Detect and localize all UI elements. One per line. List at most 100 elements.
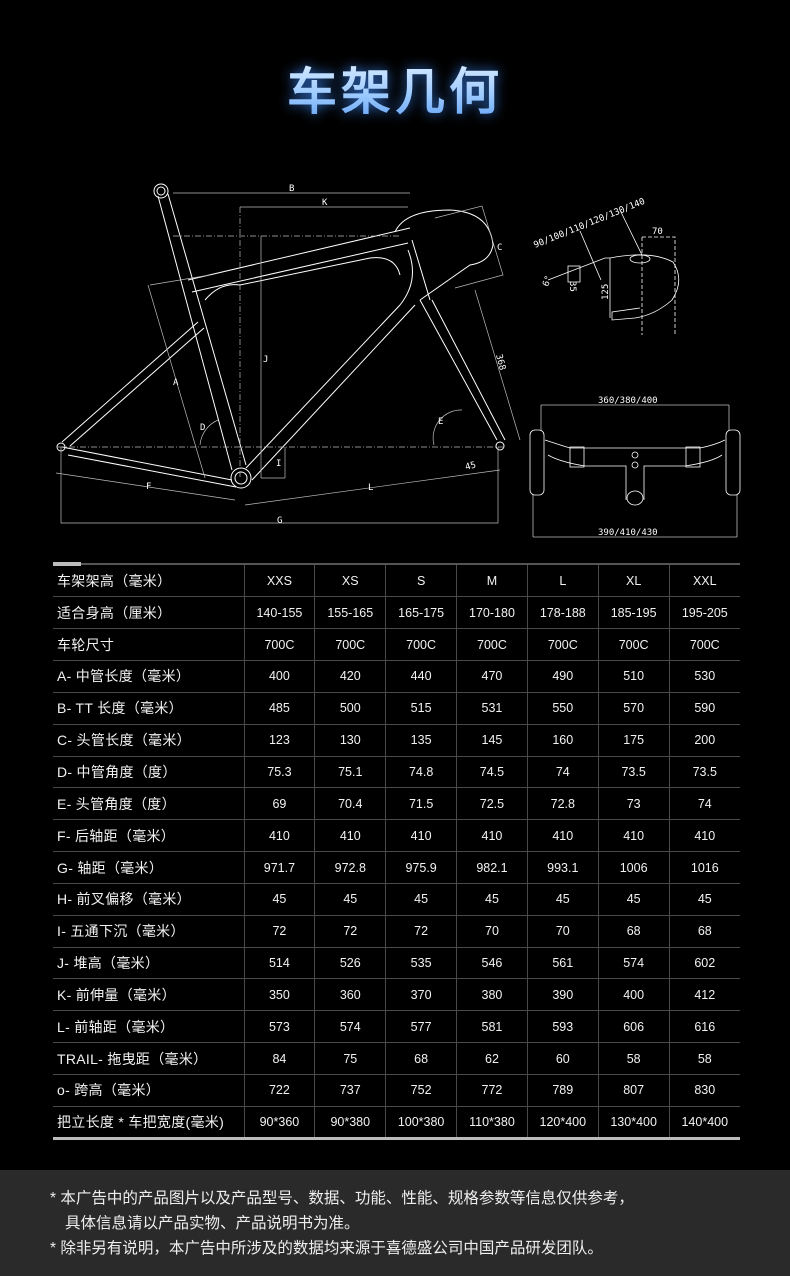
table-cell: 581 (456, 1010, 528, 1044)
table-cell: 789 (526, 1074, 599, 1107)
table-cell: 74 (526, 756, 599, 789)
table-cell: 45 (243, 883, 315, 916)
table-cell: 74.5 (456, 756, 528, 789)
table-cell: 123 (243, 724, 315, 757)
row-label: K- 前伸量（毫米） (53, 978, 244, 1012)
row-label: L- 前轴距（毫米） (53, 1010, 244, 1044)
disclaimer-line-1: * 本广告中的产品图片以及产品型号、数据、功能、性能、规格参数等信息仅供参考， (50, 1190, 634, 1207)
table-cell: XS (314, 565, 386, 598)
table-cell: 390 (526, 978, 599, 1012)
table-cell: 145 (456, 724, 528, 757)
table-cell: 90*380 (314, 1106, 386, 1140)
row-label: I- 五通下沉（毫米） (53, 915, 244, 948)
table-cell: XXS (243, 565, 315, 598)
table-cell: 370 (385, 978, 457, 1012)
stem-height-label: 35 (567, 281, 577, 292)
table-cell: 606 (597, 1010, 670, 1044)
dim-offset: 45 (464, 460, 477, 472)
bar-top-width-label: 360/380/400 (598, 396, 658, 406)
row-label: o- 跨高（毫米） (53, 1074, 244, 1107)
table-cell: 175 (597, 724, 670, 757)
row-label: A- 中管长度（毫米） (53, 660, 244, 693)
table-cell: 410 (597, 819, 670, 853)
table-cell: 74 (668, 787, 740, 821)
table-cell: 420 (314, 660, 386, 693)
table-cell: 68 (597, 915, 670, 948)
table-cell: 75.1 (314, 756, 386, 789)
table-cell: 120*400 (526, 1106, 599, 1140)
table-cell: 68 (385, 1042, 457, 1075)
row-label: D- 中管角度（度） (53, 756, 244, 789)
dim-label-l: L (368, 483, 373, 493)
table-cell: 74.8 (385, 756, 457, 789)
table-cell: 410 (243, 819, 315, 853)
table-cell: 130 (314, 724, 386, 757)
table-cell: 700C (526, 628, 599, 662)
table-cell: 490 (526, 660, 599, 693)
table-cell: 60 (526, 1042, 599, 1075)
dim-label-k: K (322, 198, 328, 208)
table-cell: 73.5 (668, 756, 740, 789)
row-label: H- 前叉偏移（毫米） (53, 883, 244, 916)
dim-label-f: F (146, 482, 151, 492)
table-cell: 100*380 (385, 1106, 457, 1140)
table-cell: 410 (385, 819, 457, 853)
table-cell: 561 (526, 947, 599, 980)
handlebar-top-drawing (529, 404, 741, 538)
dim-label-j: J (263, 355, 268, 365)
table-cell: 1006 (597, 851, 670, 884)
table-cell: 58 (597, 1042, 670, 1075)
table-cell: 71.5 (385, 787, 457, 821)
table-cell: 535 (385, 947, 457, 980)
stem-angle-label: 6° (541, 274, 554, 288)
dim-label-d: D (200, 423, 205, 433)
table-cell: 160 (526, 724, 599, 757)
table-cell: 69 (243, 787, 315, 821)
table-cell: 400 (597, 978, 670, 1012)
table-cell: 380 (456, 978, 528, 1012)
table-cell: 72.8 (526, 787, 599, 821)
table-cell: 200 (668, 724, 740, 757)
row-label: G- 轴距（毫米） (53, 851, 244, 884)
row-label: B- TT 长度（毫米） (53, 692, 244, 725)
table-cell: 510 (597, 660, 670, 693)
table-cell: 526 (314, 947, 386, 980)
table-cell: 500 (314, 692, 386, 725)
table-cell: 185-195 (597, 596, 670, 630)
table-cell: 400 (243, 660, 315, 693)
table-cell: 410 (668, 819, 740, 853)
table-cell: 410 (314, 819, 386, 853)
table-cell: 574 (597, 947, 670, 980)
table-cell: S (385, 565, 457, 598)
table-cell: 84 (243, 1042, 315, 1075)
table-cell: 70 (526, 915, 599, 948)
table-cell: 1016 (668, 851, 740, 884)
dim-fork-length: 368 (493, 353, 507, 371)
table-cell: 772 (456, 1074, 528, 1107)
row-label: E- 头管角度（度） (53, 787, 244, 821)
table-cell: 574 (314, 1010, 386, 1044)
table-cell: 602 (668, 947, 740, 980)
table-cell: 700C (597, 628, 670, 662)
dim-label-g: G (277, 516, 282, 526)
bar-bottom-width-label: 390/410/430 (598, 528, 658, 538)
table-cell: 45 (314, 883, 386, 916)
table-cell: 45 (456, 883, 528, 916)
table-cell: 70 (456, 915, 528, 948)
table-cell: 155-165 (314, 596, 386, 630)
row-label: TRAIL- 拖曳距（毫米） (53, 1042, 244, 1075)
table-cell: 593 (526, 1010, 599, 1044)
table-cell: 45 (597, 883, 670, 916)
